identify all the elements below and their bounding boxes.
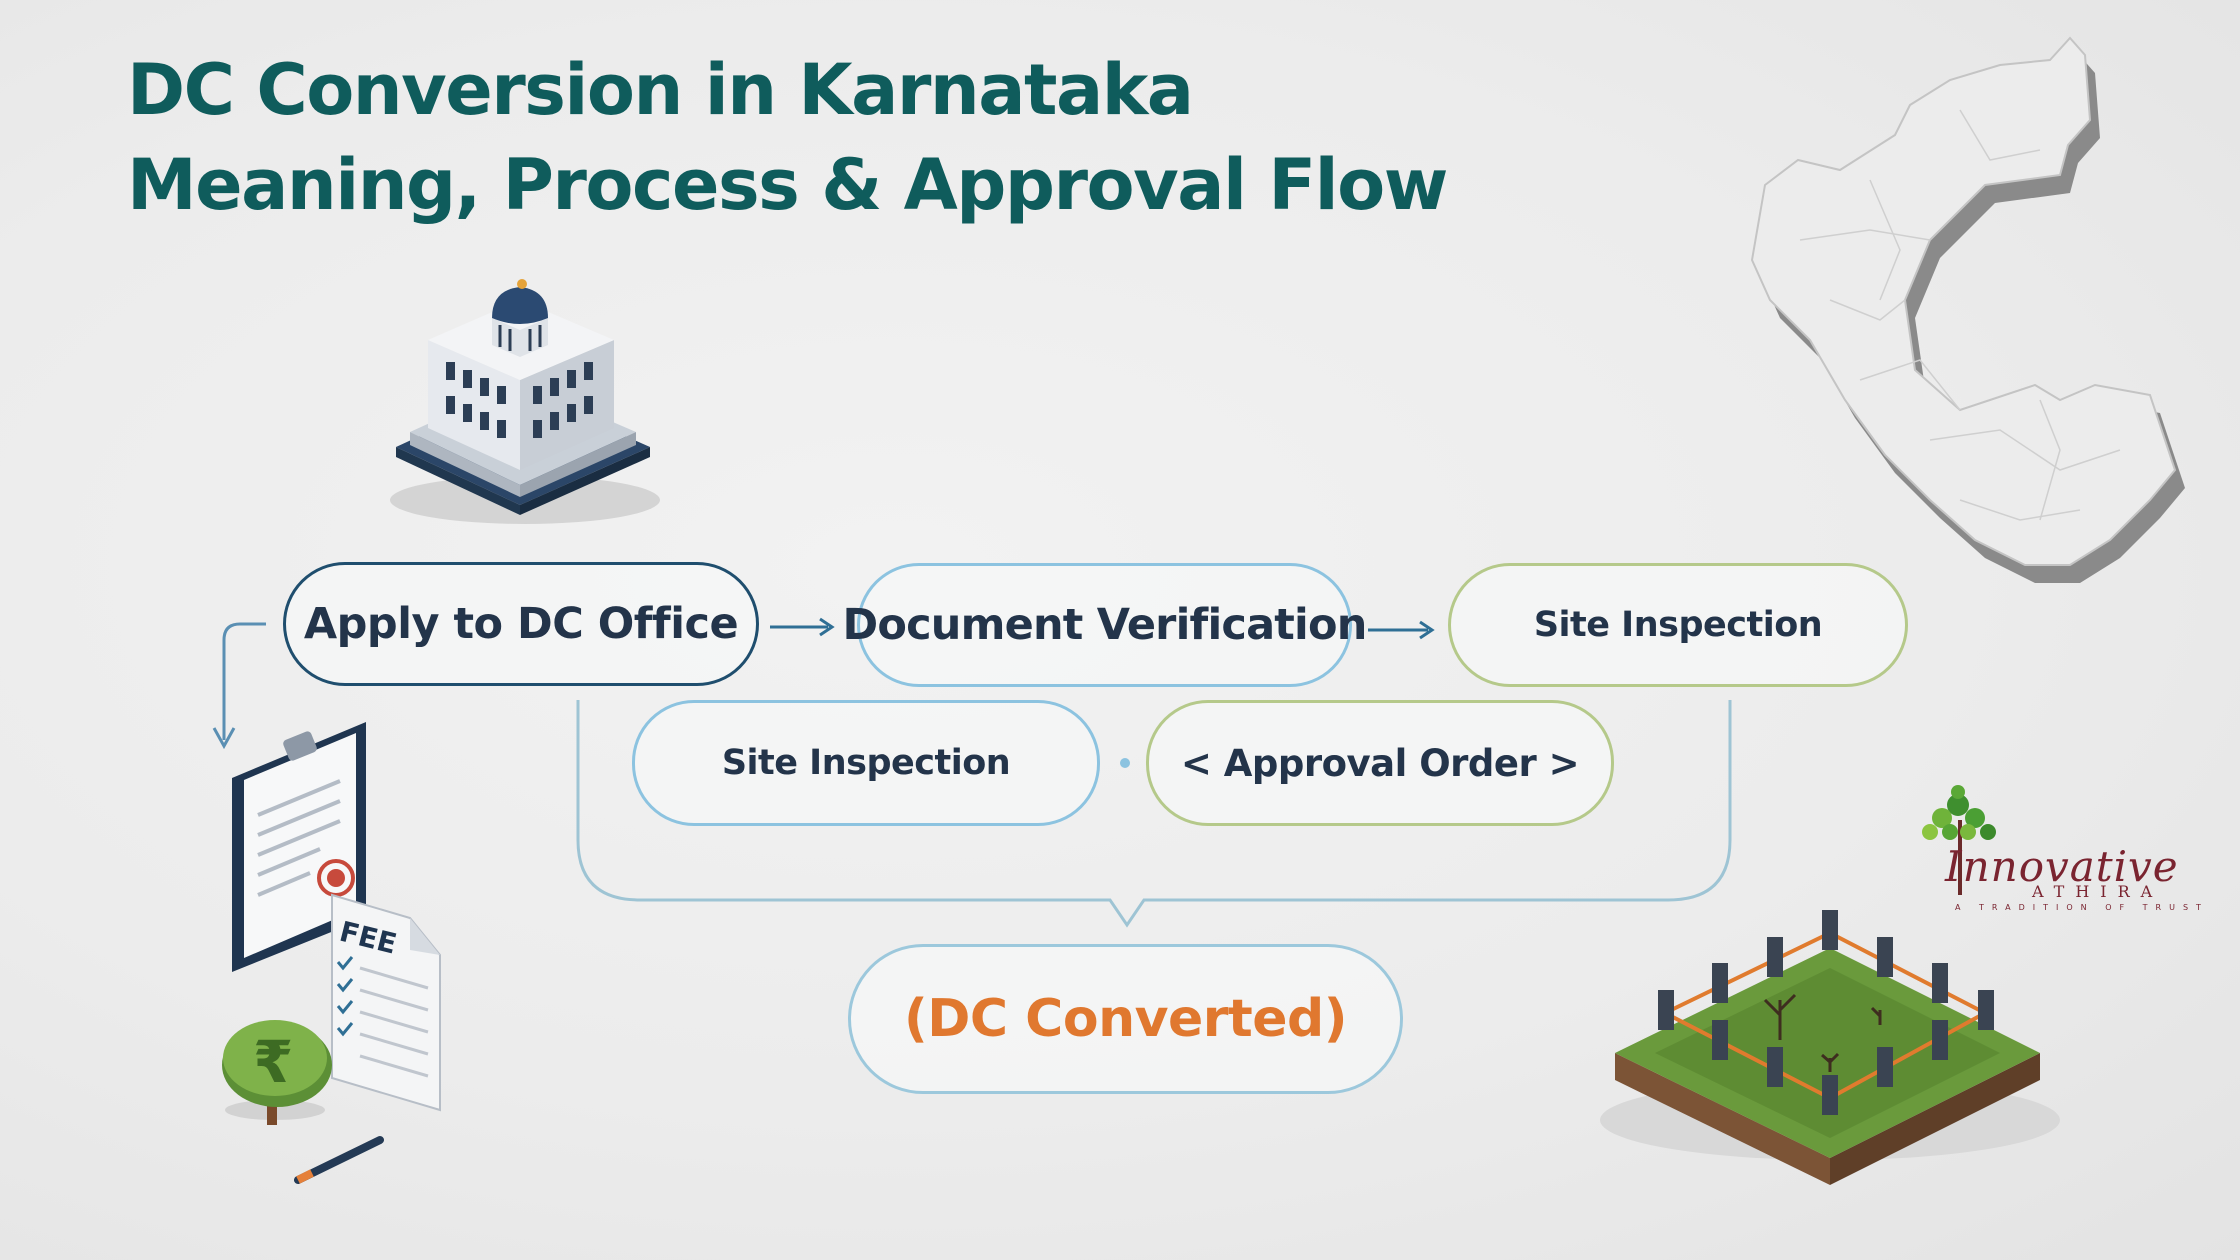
site-inspection-node-top: Site Inspection bbox=[1448, 563, 1908, 687]
connector-dot bbox=[1120, 758, 1130, 768]
rupee-symbol: ₹ bbox=[253, 1028, 293, 1096]
arrow-docver-to-site bbox=[1368, 620, 1435, 640]
arrow-apply-to-documents bbox=[212, 622, 266, 750]
page-title-line-1: DC Conversion in Karnataka bbox=[127, 49, 1194, 131]
page-title-line-2: Meaning, Process & Approval Flow bbox=[127, 144, 1448, 226]
approval-order-node: < Approval Order > bbox=[1146, 700, 1614, 826]
site-inspection-node-middle: Site Inspection bbox=[632, 700, 1100, 826]
dc-converted-node: (DC Converted) bbox=[848, 944, 1403, 1094]
logo-subname: ATHIRA bbox=[2032, 882, 2164, 901]
logo-name: Innovative bbox=[1945, 842, 2179, 891]
arrow-apply-to-docver bbox=[770, 617, 835, 637]
rupee-coin-icon: ₹ bbox=[222, 1020, 332, 1125]
bracket-connector bbox=[576, 700, 1732, 928]
pencil-icon bbox=[294, 1136, 384, 1184]
fee-document-icon: FEE bbox=[331, 893, 441, 1112]
apply-to-dc-office-node: Apply to DC Office bbox=[283, 562, 759, 686]
document-verification-node: Document Verification bbox=[842, 563, 1367, 687]
logo-tagline: A TRADITION OF TRUST bbox=[1955, 903, 2209, 912]
